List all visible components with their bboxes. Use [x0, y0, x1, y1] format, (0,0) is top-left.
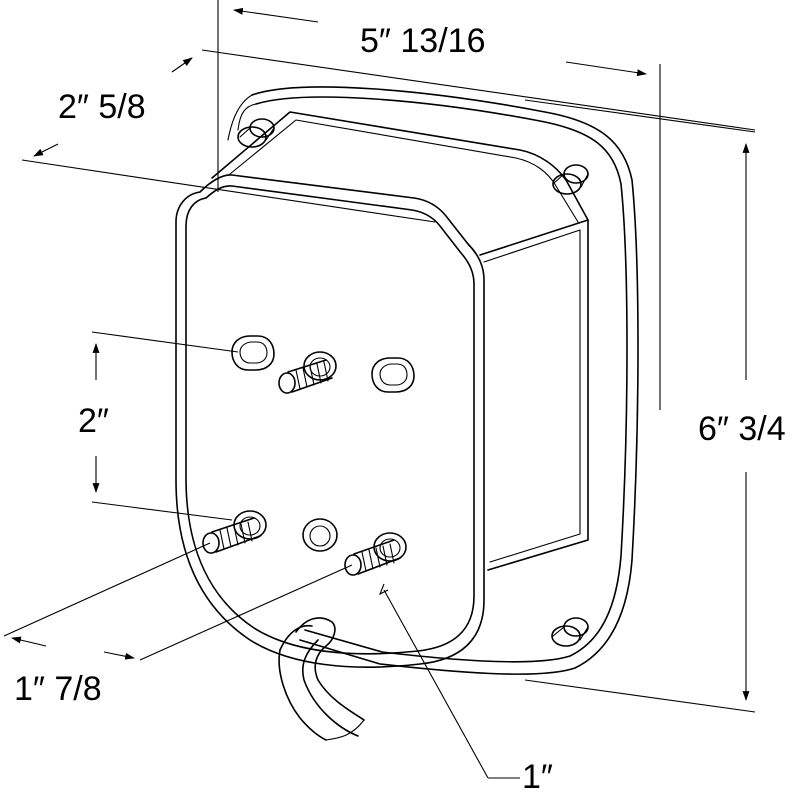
dimension-stud-length: 1″ — [378, 583, 553, 796]
depth-label: 2″ 5/8 — [58, 88, 146, 126]
housing-body — [175, 111, 589, 668]
dimension-stud-vertical: 2″ — [78, 331, 239, 521]
mounting-boss-top-right — [552, 164, 589, 195]
power-cable — [278, 617, 365, 741]
mounting-boss-top-left — [237, 118, 275, 148]
mounting-boss-bottom-right — [551, 617, 589, 647]
stud-horizontal-label: 1″ 7/8 — [14, 670, 102, 708]
dimension-depth: 2″ 5/8 — [21, 49, 756, 223]
dimension-height: 6″ 3/4 — [524, 99, 786, 713]
dimension-width: 5″ 13/16 — [217, 0, 661, 410]
width-label: 5″ 13/16 — [360, 22, 485, 60]
grommet-upper-right — [371, 357, 415, 393]
dimension-stud-horizontal: 1″ 7/8 — [3, 542, 353, 708]
stud-length-label: 1″ — [522, 758, 553, 796]
stud-vertical-label: 2″ — [78, 402, 109, 440]
stud-upper — [278, 351, 337, 394]
grommet-upper-left — [231, 335, 275, 371]
grommet-lower-middle — [302, 518, 338, 552]
height-label: 6″ 3/4 — [698, 410, 786, 448]
stud-lower-left — [202, 510, 267, 554]
stud-lower-right — [344, 532, 407, 576]
mounting-flange — [227, 86, 639, 675]
